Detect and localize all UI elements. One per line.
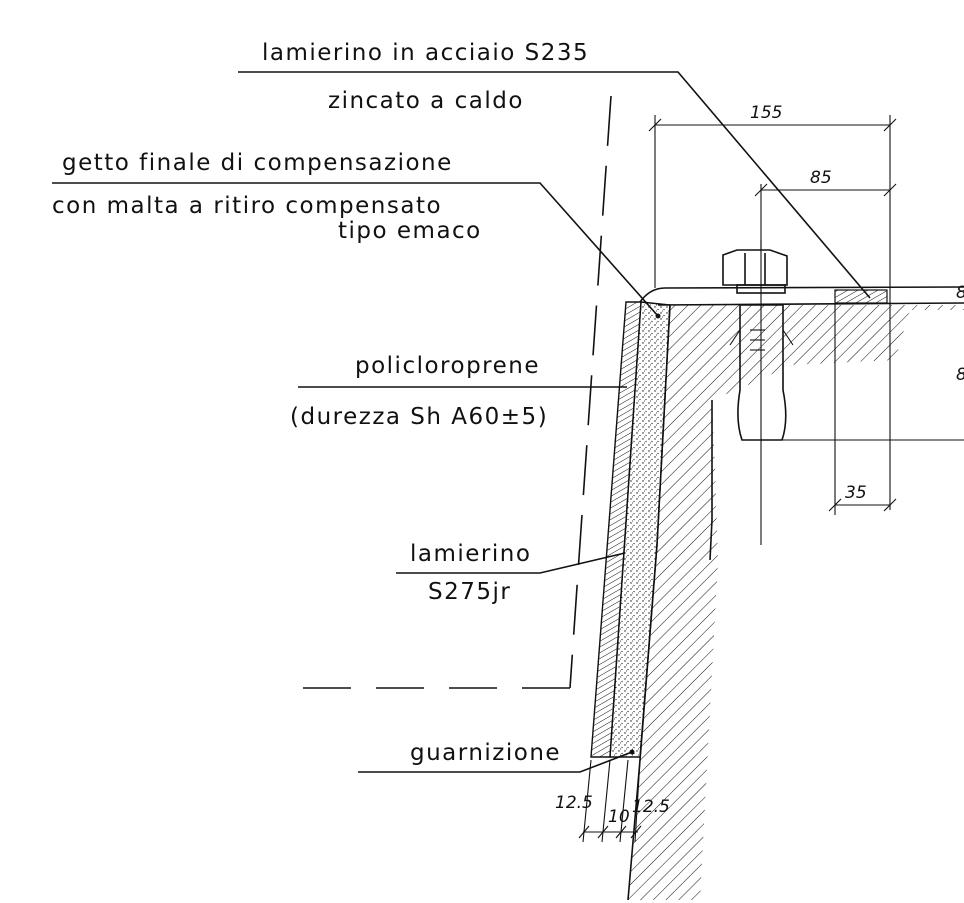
dim-10: 10 (608, 807, 630, 827)
concrete-body (628, 305, 964, 900)
plate-end-section (834, 289, 888, 304)
dim-edge-top: 8 (956, 283, 964, 303)
dim-85: 85 (810, 168, 832, 188)
label-sheet-2: S275jr (428, 579, 511, 605)
concrete-recess (709, 400, 713, 561)
dim-12-5-left: 12.5 (555, 793, 593, 813)
label-plate-2: zincato a caldo (328, 88, 524, 114)
label-plate-1: lamierino in acciaio S235 (262, 40, 589, 66)
leader-lines (52, 71, 871, 773)
dim-155: 155 (750, 103, 782, 123)
label-neoprene-2: (durezza Sh A60±5) (290, 404, 548, 430)
dim-12-5-right: 12.5 (632, 797, 670, 817)
dim-edge-side: 8 (956, 365, 964, 385)
label-neoprene-1: policloroprene (355, 353, 540, 379)
label-gasket: guarnizione (410, 740, 561, 766)
label-sheet-1: lamierino (410, 541, 531, 567)
label-grout-3: tipo emaco (338, 218, 482, 244)
label-grout-2: con malta a ritiro compensato (52, 193, 442, 219)
dashed-reference (569, 95, 612, 689)
steel-plate (639, 286, 964, 303)
dim-35: 35 (845, 483, 867, 503)
label-grout-1: getto finale di compensazione (62, 150, 453, 176)
anchor-bolt (722, 240, 794, 545)
dimension-lines (578, 115, 964, 843)
